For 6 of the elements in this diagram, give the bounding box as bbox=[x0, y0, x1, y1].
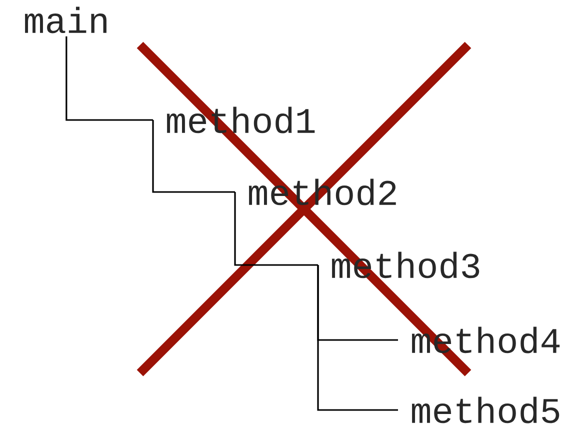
tree-connector bbox=[66, 36, 153, 121]
tree-connector bbox=[317, 265, 398, 411]
tree-connector bbox=[234, 192, 318, 266]
method-label: main bbox=[24, 6, 106, 34]
tree-connector bbox=[152, 120, 235, 193]
method-label: method5 bbox=[412, 396, 560, 424]
